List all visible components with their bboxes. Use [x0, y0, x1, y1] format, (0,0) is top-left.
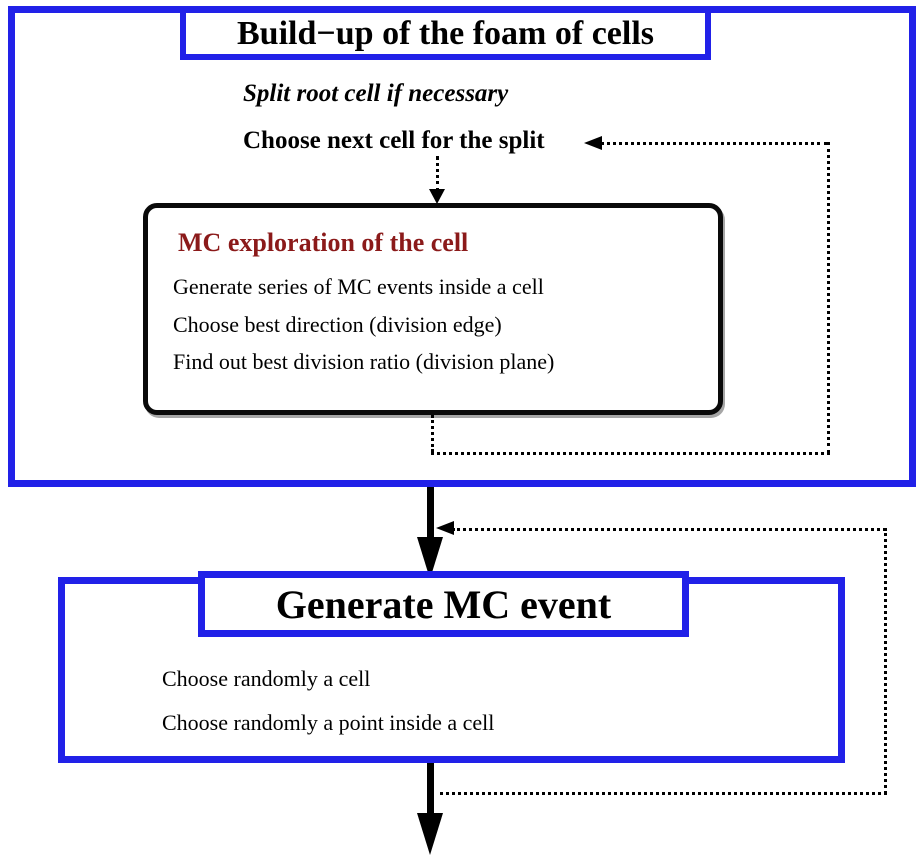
loop1-arrowhead-left-icon: [584, 136, 602, 150]
build-phase-title-box: Build−up of the foam of cells: [180, 7, 711, 60]
generate-phase-title-box: Generate MC event: [198, 571, 689, 637]
exit-arrowhead-down-icon: [417, 813, 443, 855]
choose-to-explore-arrowhead-down-icon: [429, 189, 445, 204]
step-split-root-cell: Split root cell if necessary: [243, 80, 509, 107]
loop1-bottom-dotted-line: [431, 452, 830, 455]
exit-arrow-shaft: [427, 763, 434, 818]
build-phase-title: Build−up of the foam of cells: [237, 14, 654, 52]
choose-to-explore-dotted-line: [436, 156, 439, 192]
loop2-arrowhead-left-icon: [436, 521, 454, 535]
exploration-step-generate-series: Generate series of MC events inside a ce…: [173, 274, 544, 299]
loop2-top-dotted-line: [452, 528, 886, 531]
loop2-bottom-dotted-line: [440, 792, 887, 795]
step-choose-next-cell: Choose next cell for the split: [243, 127, 545, 154]
loop1-right-dotted-line: [827, 142, 830, 453]
generate-phase-title: Generate MC event: [275, 581, 612, 627]
exploration-step-best-direction: Choose best direction (division edge): [173, 312, 502, 337]
loop2-right-dotted-line: [884, 528, 887, 794]
generate-step-choose-point: Choose randomly a point inside a cell: [162, 710, 495, 735]
exploration-step-best-ratio: Find out best division ratio (division p…: [173, 349, 555, 374]
mc-exploration-title: MC exploration of the cell: [178, 228, 469, 257]
phase1-to-phase2-arrow-shaft: [427, 487, 434, 545]
generate-step-choose-cell: Choose randomly a cell: [162, 666, 371, 691]
loop1-top-dotted-line: [600, 142, 828, 145]
mc-exploration-box: MC exploration of the cell Generate seri…: [143, 203, 723, 415]
loop1-stub-dotted-line: [431, 415, 434, 452]
